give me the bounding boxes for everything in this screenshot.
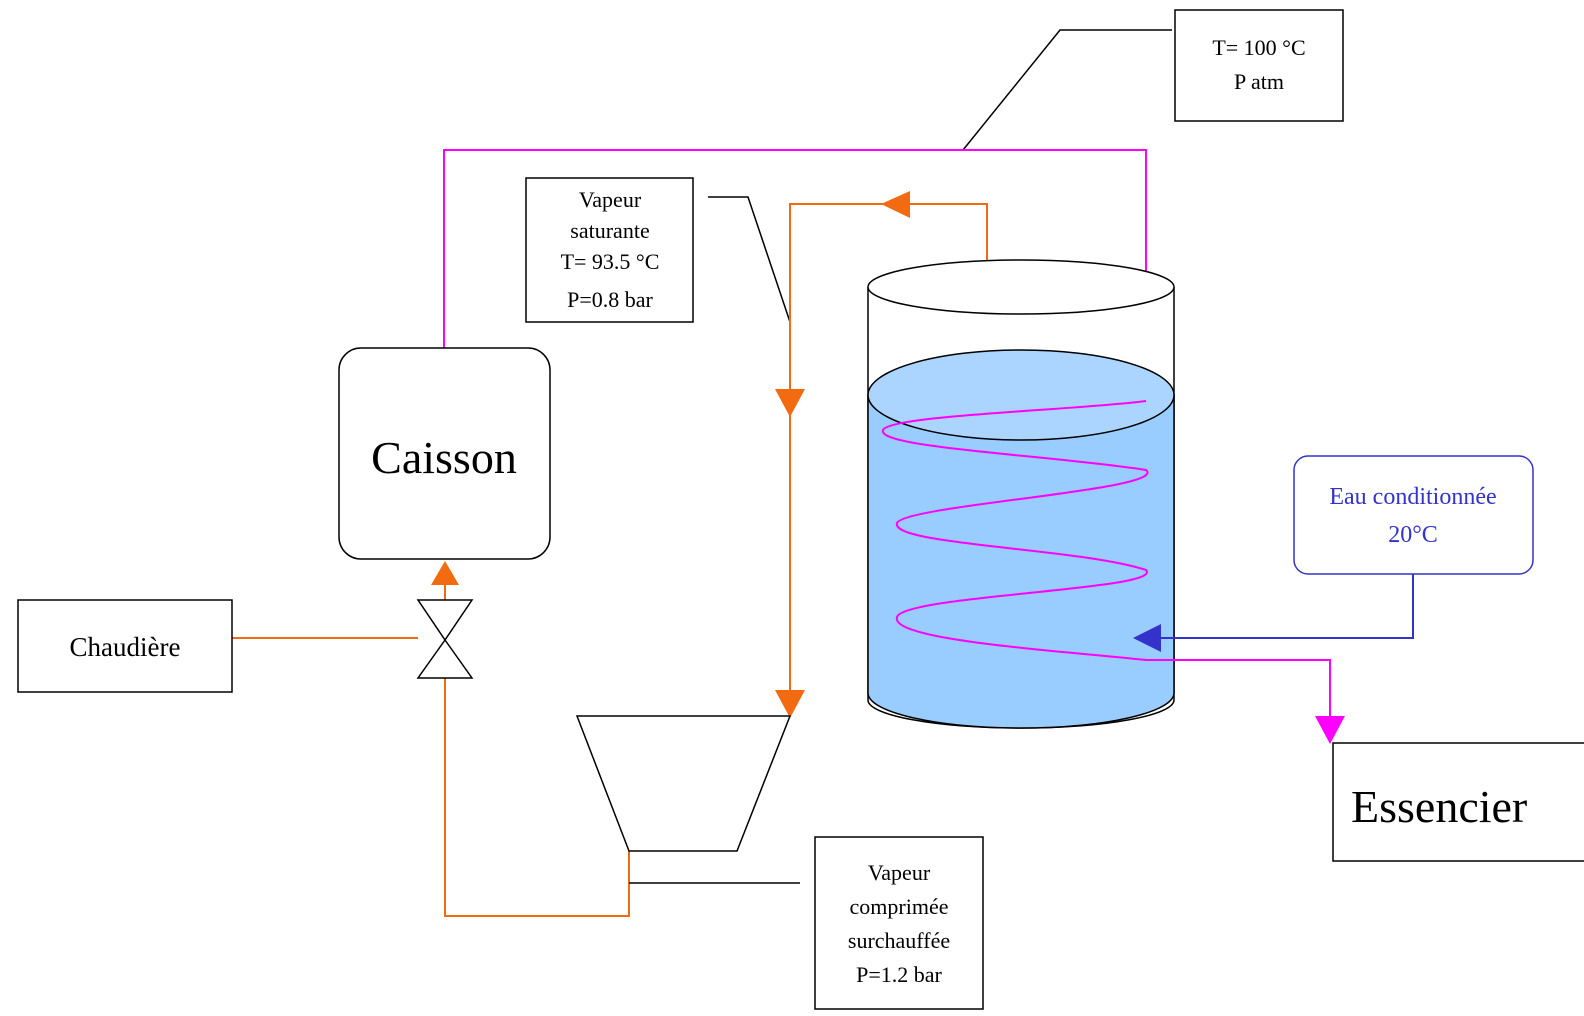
arrow-left-icon: [881, 191, 910, 218]
water-box: Eau conditionnée 20°C: [1293, 455, 1534, 575]
compressed-line-1: Vapeur: [868, 860, 931, 885]
valve-icon: [416, 599, 474, 679]
vessel-icon: [867, 259, 1175, 729]
compressed-line-3: surchauffée: [848, 928, 950, 953]
saturated-line-2: saturante: [570, 218, 649, 243]
top-condition-box: T= 100 °C P atm: [1174, 9, 1344, 122]
top-leader-line: [962, 29, 1172, 151]
caisson-label: Caisson: [371, 432, 517, 483]
compressed-steam-box: Vapeur comprimée surchauffée P=1.2 bar: [814, 836, 984, 1010]
arrow-down-icon: [1315, 716, 1345, 744]
saturated-line-1: Vapeur: [579, 187, 642, 212]
saturated-steam-box: Vapeur saturante T= 93.5 °C P=0.8 bar: [525, 177, 694, 323]
compressor-icon: [575, 715, 792, 852]
saturated-line-4: P=0.8 bar: [567, 287, 653, 312]
arrow-left-icon: [1133, 624, 1161, 652]
arrow-down-icon: [775, 690, 805, 718]
essencier-label: Essencier: [1351, 781, 1527, 832]
top-pressure-label: P atm: [1234, 69, 1284, 94]
cold-water-line: [1160, 574, 1414, 639]
water-line-2: 20°C: [1388, 522, 1438, 548]
saturated-line-3: T= 93.5 °C: [561, 249, 660, 274]
chaudiere-box: Chaudière: [17, 599, 233, 693]
arrow-up-icon: [431, 561, 459, 585]
water-line-1: Eau conditionnée: [1329, 484, 1496, 510]
hot-vapor-line: [443, 149, 1147, 372]
chaudiere-label: Chaudière: [70, 632, 181, 662]
compressed-line-2: comprimée: [850, 894, 949, 919]
top-temperature-label: T= 100 °C: [1212, 35, 1305, 60]
saturated-leader-line: [708, 196, 791, 323]
caisson-box: Caisson: [338, 347, 551, 560]
coil-icon: [881, 400, 1331, 718]
compressed-line-4: P=1.2 bar: [856, 962, 942, 987]
arrow-down-icon: [775, 389, 805, 417]
essencier-box: Essencier: [1332, 742, 1584, 862]
